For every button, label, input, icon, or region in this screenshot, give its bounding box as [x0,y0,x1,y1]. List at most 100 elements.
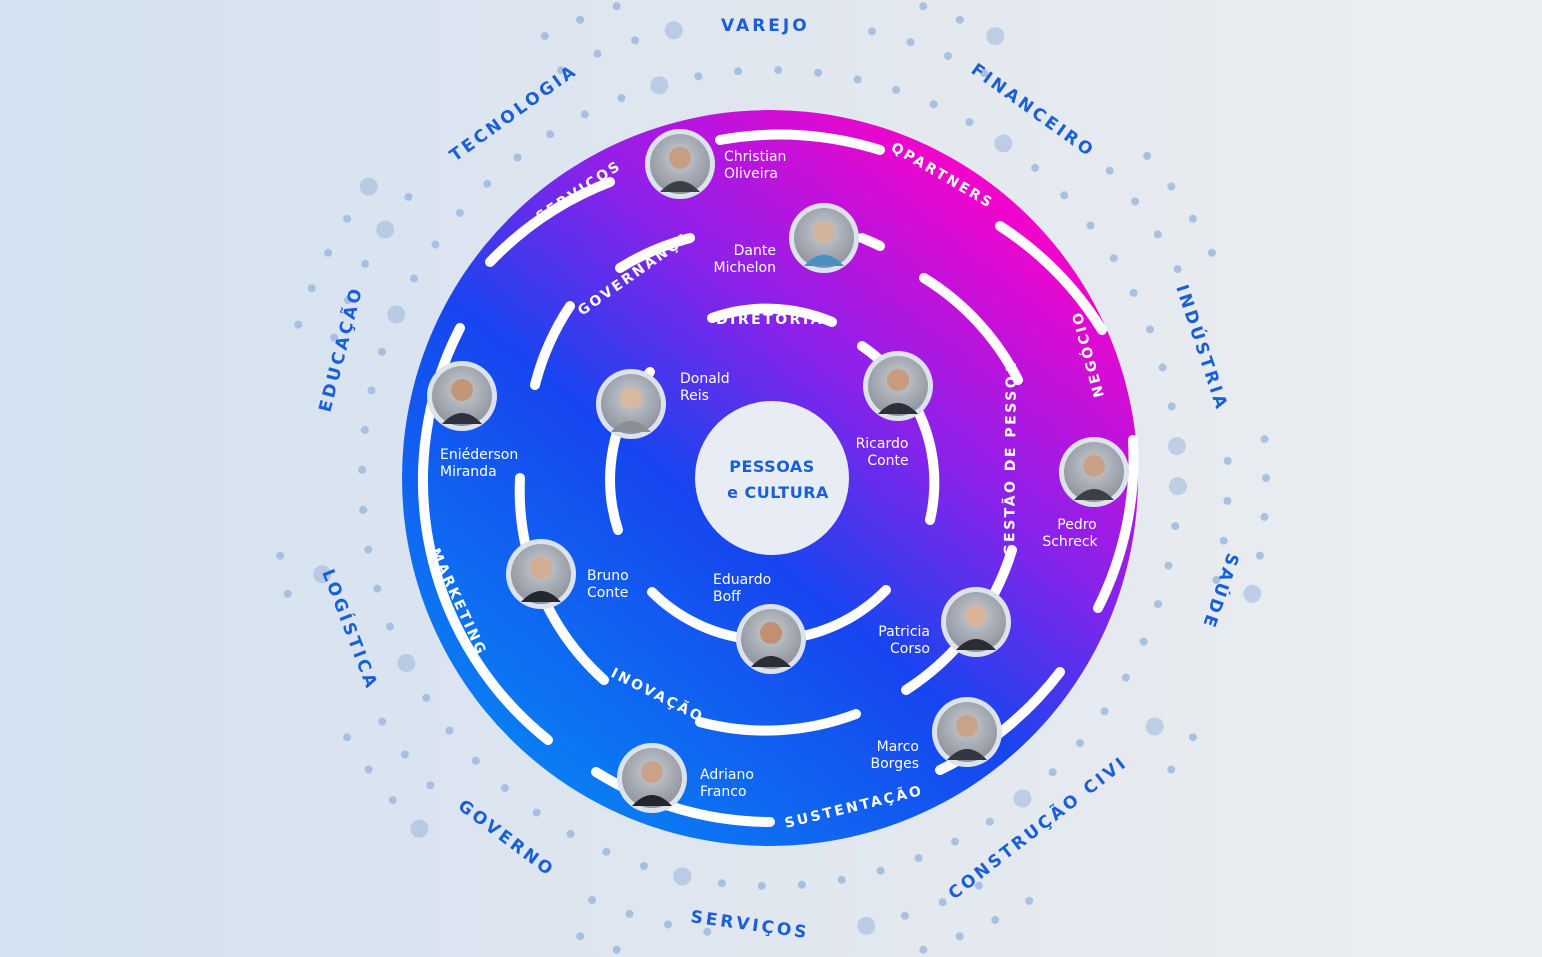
orbit-dot [985,817,994,826]
orbit-dot [360,425,369,434]
orbit-dot [1168,477,1187,496]
orbit-dot [994,134,1013,153]
orbit-dot [313,565,332,584]
orbit-dot [965,118,974,127]
person-ricardo-conte: Ricardo Conte [856,351,933,469]
person-first-name: Bruno [587,568,629,584]
avatar [789,203,859,273]
orbit-dot [1145,717,1164,736]
orbit-dot [378,347,386,356]
orbit-dot [387,305,406,324]
avatar [1059,437,1129,507]
sector-label-industria: INDÚSTRIA [1171,282,1231,414]
orbit-dot [1207,248,1216,257]
orbit-dot [386,622,394,631]
avatar [736,604,806,674]
orbit-dot [359,505,368,514]
orbit-dot [1100,707,1109,716]
orbit-dot [500,784,509,793]
person-last-name: Reis [680,388,709,404]
orbit-dot [1013,789,1032,808]
dotted-orbits [276,2,1270,954]
person-first-name: Eduardo [713,572,771,588]
orbit-dot [919,945,928,954]
person-first-name: Ricardo [856,436,909,452]
orbit-dot [919,2,928,11]
orbit-dot [1167,402,1176,411]
orbit-dot [892,86,901,94]
avatar [645,129,715,199]
sector-label-educacao: EDUCAÇÃO [315,284,367,414]
orbit-dot [602,847,611,856]
person-first-name: Patricia [878,624,930,640]
sector-label-servicos: SERVIÇOS [689,907,810,943]
orbit-dot [1243,584,1262,603]
orbit-dot [373,584,382,593]
orbit-dot [1188,733,1197,742]
orbit-dot [455,208,464,217]
orbit-dot [929,100,938,109]
orbit-dot [986,27,1005,46]
person-dante-michelon: Dante Michelon [714,203,859,276]
person-last-name: Conte [587,585,628,601]
orbit-dot [1139,637,1148,646]
orbit-dot [483,179,492,188]
orbit-dot [612,945,621,954]
orbit-dot [344,296,352,304]
orbit-dot [376,220,395,239]
center-title-line1: PESSOAS [729,457,815,476]
orbit-dot [576,932,585,941]
person-last-name: Franco [700,784,747,800]
orbit-dot [900,911,909,920]
orbit-dot [612,2,621,11]
orbit-dot [1121,673,1130,682]
orbit-dot [944,52,952,60]
orbit-dot [876,866,885,875]
orbit-dot [358,465,367,474]
outer-ring-arc [591,767,775,827]
orbit-dot [388,796,397,805]
person-donald-reis: Donald Reis [596,369,730,439]
middle-ring-arc [695,709,861,736]
orbit-dot [814,68,823,77]
orbit-dot [588,896,596,904]
center-title-line2: e CULTURA [727,483,829,502]
orbit-dot [857,916,876,935]
orbit-dot [1171,522,1180,531]
orbit-dot [471,756,480,765]
orbit-dot [914,854,923,862]
orbit-dot [367,386,376,395]
orbit-dot [938,898,947,907]
orbit-dot [625,909,634,918]
avatar [506,539,576,609]
orbit-dot [868,27,876,36]
orbit-dot [631,36,640,45]
orbit-dot [1060,191,1069,200]
person-last-name: Schreck [1042,534,1098,550]
orbit-dot [1223,456,1232,465]
orbit-dot [410,819,429,838]
orbit-dot [566,829,575,838]
orbit-dot [1260,512,1269,521]
person-last-name: Conte [867,453,908,469]
orbit-dot [1076,739,1085,748]
person-last-name: Borges [871,756,919,772]
person-marco-borges: Marco Borges [871,697,1002,772]
person-first-name: Adriano [700,767,754,783]
orbit-dot [1031,163,1040,172]
orbit-dot [364,765,373,774]
orbit-dot [980,69,989,78]
middle-ring-arc [615,233,695,273]
orbit-dot [1262,474,1270,482]
orbit-dot [1105,166,1114,175]
person-last-name: Corso [890,641,930,657]
inner-ring-arc [707,303,837,327]
orbit-dot [774,66,783,75]
person-patricia-corso: Patricia Corso [878,587,1011,657]
person-first-name: Donald [680,371,730,387]
avatar [617,743,687,813]
orbit-dot [974,881,983,890]
orbit-dot [703,927,712,936]
orbit-dot [445,726,454,735]
orbit-dot [1260,435,1269,444]
